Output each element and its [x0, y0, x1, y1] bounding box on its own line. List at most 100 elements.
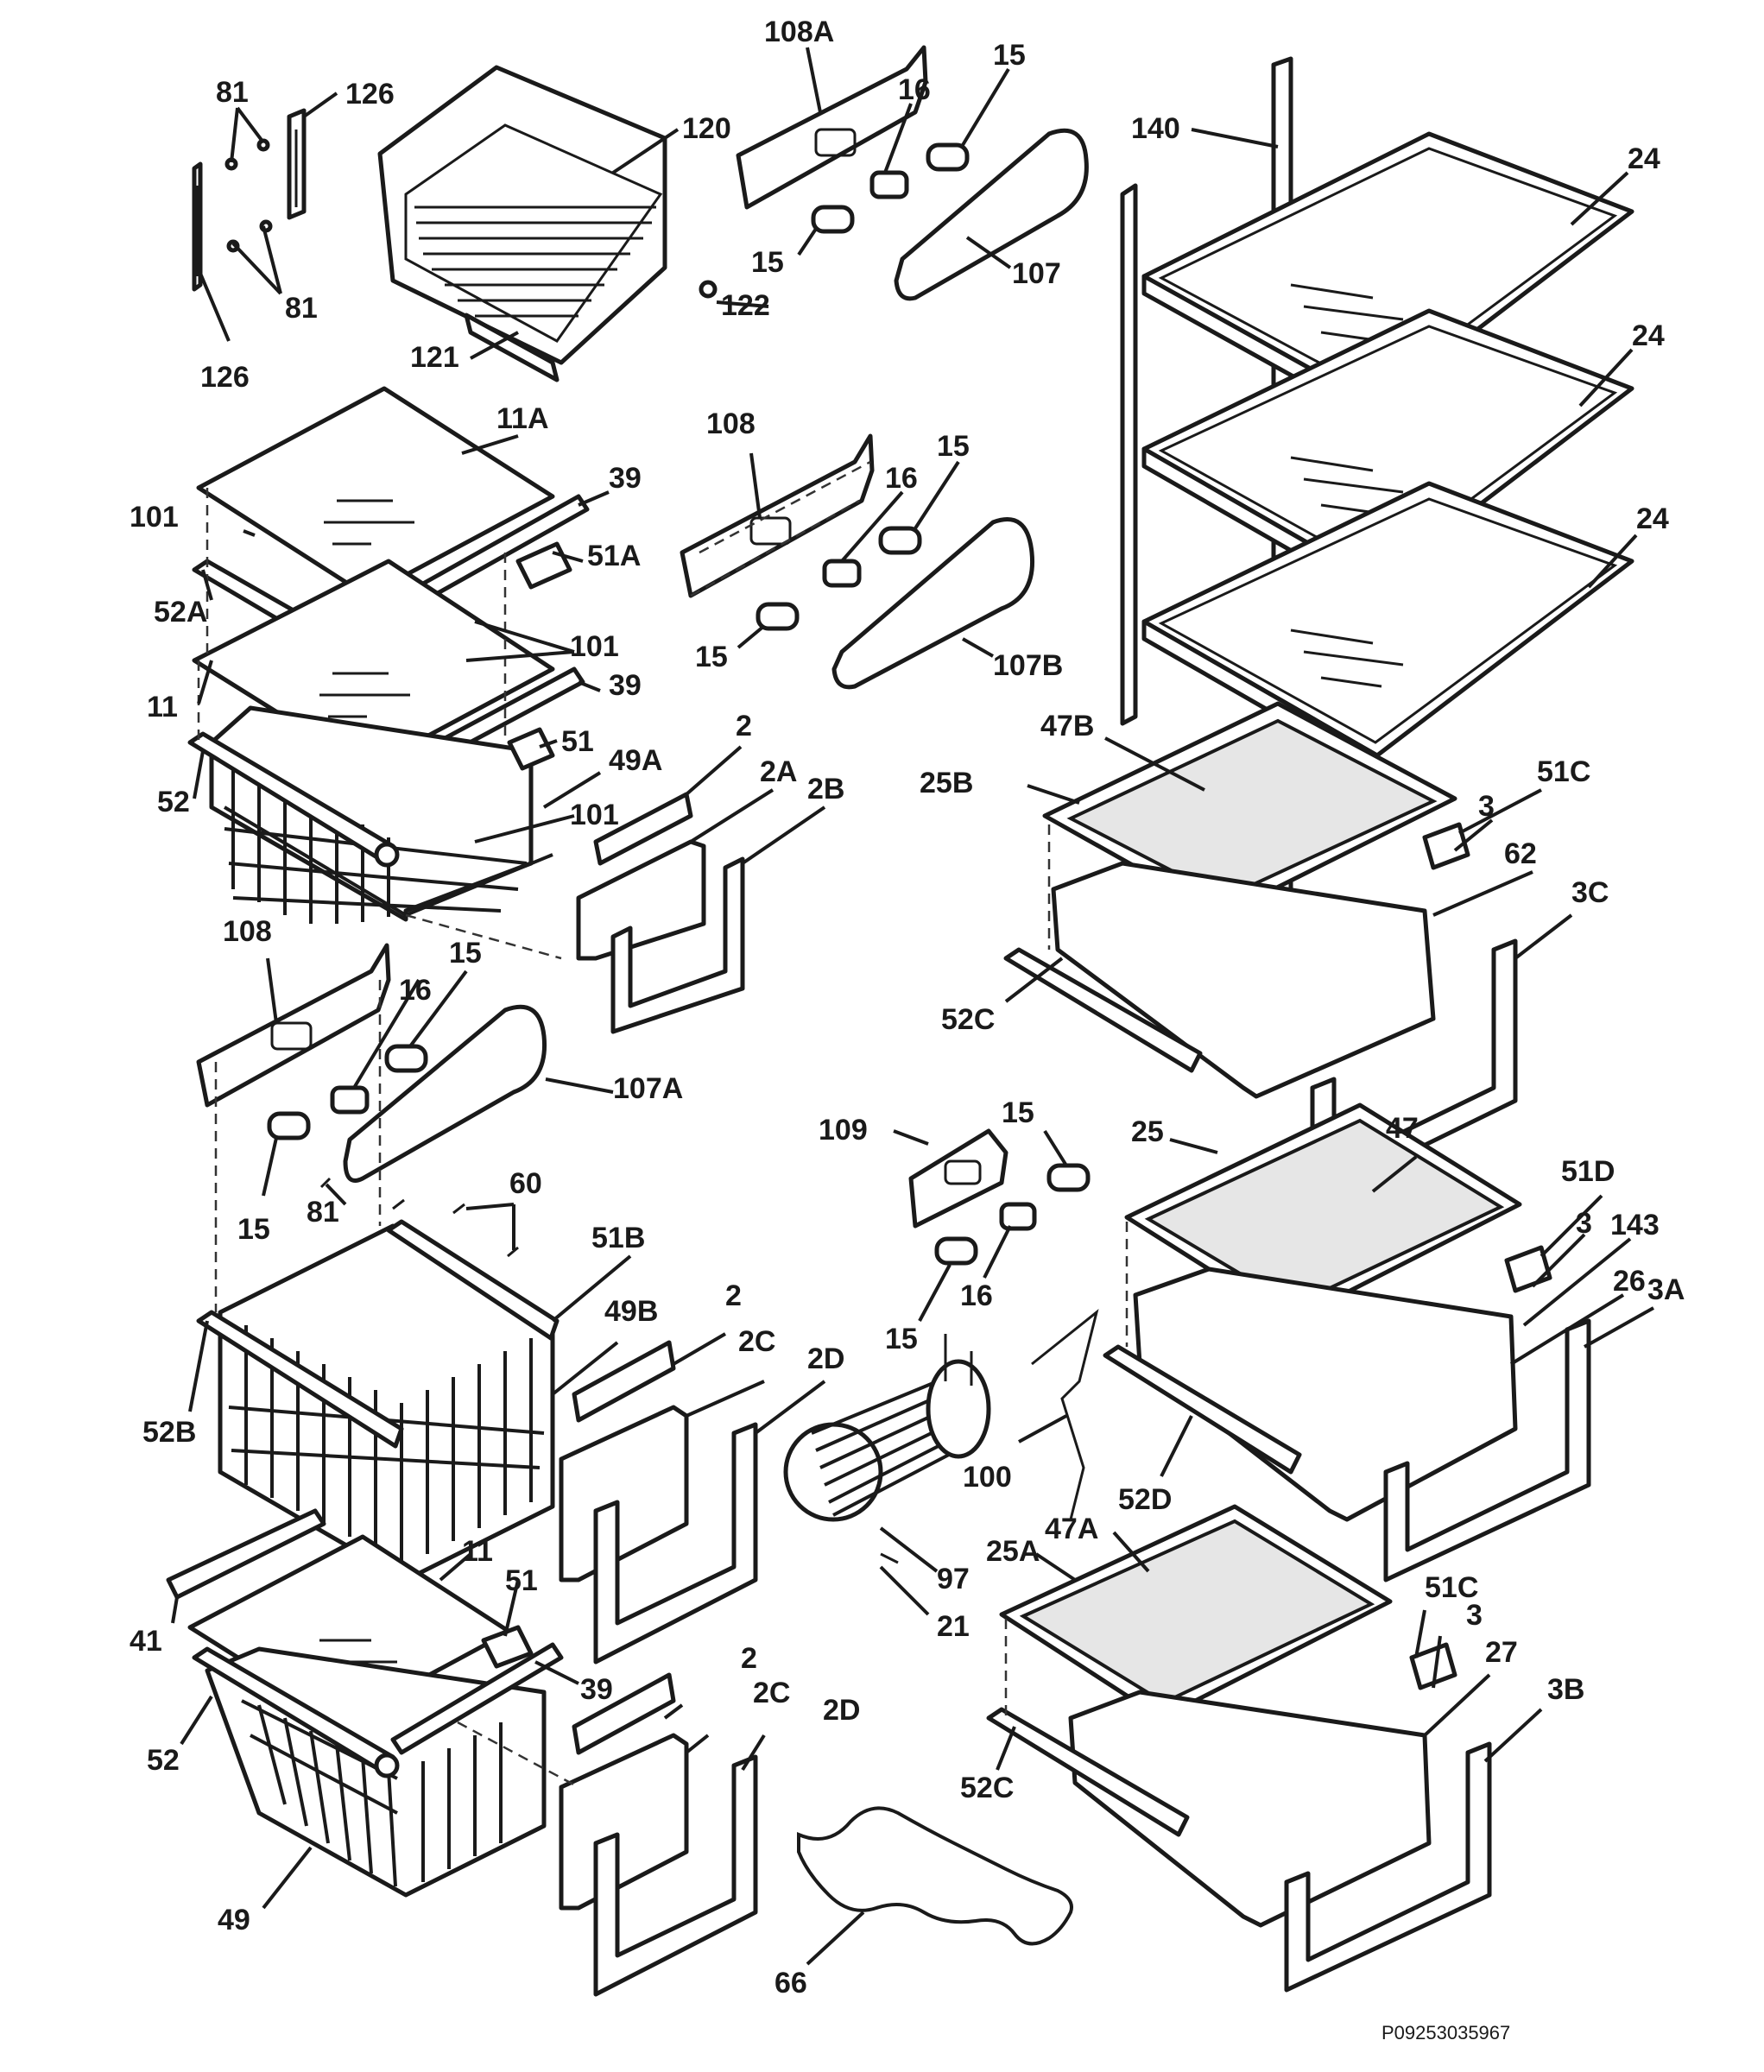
callout-15: 15	[885, 1323, 918, 1355]
callout-52C: 52C	[941, 1003, 995, 1036]
rail-41	[166, 1508, 326, 1600]
callout-41: 41	[130, 1625, 162, 1658]
bulb-socket-16a	[869, 170, 909, 199]
glass-shelf-11A	[196, 386, 555, 598]
trim-2C-low	[559, 1733, 689, 1911]
callout-11A: 11A	[496, 402, 549, 435]
slide-51C-lower	[1409, 1642, 1457, 1690]
callout-2: 2	[736, 710, 752, 742]
callout-16: 16	[885, 462, 918, 495]
callout-24: 24	[1636, 502, 1669, 535]
callout-15: 15	[937, 430, 970, 463]
basket-49B	[218, 1223, 555, 1582]
callout-3: 3	[1466, 1599, 1483, 1632]
callout-labels: 81 126 81 126 120 122 121 108A 16 15 15 …	[130, 16, 1685, 1999]
bin-120	[377, 65, 718, 382]
light-housing-108A	[736, 45, 928, 210]
wire-rack-66	[797, 1806, 1073, 1946]
trim-2-upper	[593, 792, 693, 866]
callout-39: 39	[580, 1673, 613, 1706]
callout-3B: 3B	[1547, 1673, 1584, 1706]
callout-81: 81	[285, 292, 318, 325]
callout-97: 97	[937, 1563, 970, 1595]
bulb-15f	[267, 1111, 311, 1140]
callout-101: 101	[570, 799, 619, 831]
callout-51: 51	[561, 725, 594, 758]
coil-97	[783, 1334, 991, 1564]
callout-24: 24	[1632, 319, 1665, 352]
callout-3: 3	[1576, 1207, 1592, 1240]
callout-2C: 2C	[738, 1325, 775, 1358]
callout-60: 60	[509, 1167, 542, 1200]
callout-52C: 52C	[960, 1772, 1014, 1804]
callout-100: 100	[963, 1461, 1012, 1494]
callout-126: 126	[345, 78, 395, 111]
callout-15: 15	[449, 937, 482, 970]
bulb-15c	[878, 526, 922, 555]
lens-107A	[343, 1004, 547, 1183]
bulb-15h	[934, 1236, 978, 1266]
callout-25: 25	[1131, 1115, 1164, 1148]
callout-39: 39	[609, 669, 642, 702]
callout-52: 52	[157, 786, 190, 818]
callout-3: 3	[1478, 790, 1495, 823]
slide-51C-upper	[1422, 822, 1470, 870]
bulb-socket-16c	[330, 1085, 370, 1115]
callout-49: 49	[218, 1904, 250, 1936]
callout-47B: 47B	[1040, 710, 1094, 742]
callout-2D: 2D	[807, 1342, 844, 1375]
callout-81: 81	[216, 76, 249, 109]
basket-49A	[209, 705, 553, 924]
lens-107	[894, 128, 1089, 301]
callout-51C: 51C	[1425, 1571, 1478, 1604]
trim-2C-mid	[559, 1405, 689, 1582]
callout-101: 101	[130, 501, 179, 534]
callout-51B: 51B	[591, 1222, 645, 1254]
callout-143: 143	[1610, 1209, 1660, 1241]
callout-49A: 49A	[609, 744, 662, 777]
callout-122: 122	[721, 289, 770, 322]
callout-107: 107	[1012, 257, 1061, 290]
callout-126: 126	[200, 361, 250, 394]
bracket-2D-low	[593, 1754, 758, 1997]
callout-66: 66	[775, 1967, 807, 1999]
slide-52-lower	[192, 1646, 400, 1778]
callout-2: 2	[741, 1642, 757, 1675]
callout-2B: 2B	[807, 773, 844, 805]
callout-101: 101	[570, 630, 619, 663]
callout-11: 11	[462, 1535, 493, 1568]
slide-52C-upper	[1003, 947, 1203, 1073]
callout-51C: 51C	[1537, 755, 1590, 788]
callout-51A: 51A	[587, 540, 641, 572]
slide-51B	[386, 1219, 560, 1341]
trim-2-mid	[572, 1340, 676, 1423]
callout-52A: 52A	[154, 596, 207, 629]
bulb-15g	[1046, 1163, 1091, 1192]
bulb-socket-16d	[999, 1202, 1037, 1231]
bracket-2D-mid	[593, 1422, 758, 1665]
callout-107A: 107A	[613, 1072, 683, 1105]
callout-47: 47	[1386, 1112, 1419, 1145]
callout-47A: 47A	[1045, 1513, 1098, 1545]
bracket-3B	[1284, 1741, 1492, 1993]
slide-52C-lower	[986, 1707, 1190, 1837]
bracket-2B	[610, 856, 745, 1034]
callout-3A: 3A	[1647, 1273, 1685, 1306]
callout-52: 52	[147, 1744, 180, 1777]
bulb-15d	[756, 602, 800, 631]
rail-39c	[390, 1642, 564, 1755]
callout-15: 15	[1002, 1096, 1034, 1129]
callout-49B: 49B	[604, 1295, 658, 1328]
callout-108: 108	[706, 407, 756, 440]
callout-108A: 108A	[764, 16, 834, 48]
callout-25A: 25A	[986, 1535, 1040, 1568]
callout-120: 120	[682, 112, 731, 145]
callout-2D: 2D	[823, 1694, 860, 1727]
callout-81: 81	[307, 1196, 339, 1229]
callout-140: 140	[1131, 112, 1180, 145]
callout-15: 15	[993, 39, 1026, 72]
callout-15: 15	[237, 1213, 270, 1246]
callout-26: 26	[1613, 1265, 1646, 1298]
callout-52D: 52D	[1118, 1483, 1172, 1516]
callout-51: 51	[505, 1564, 538, 1597]
